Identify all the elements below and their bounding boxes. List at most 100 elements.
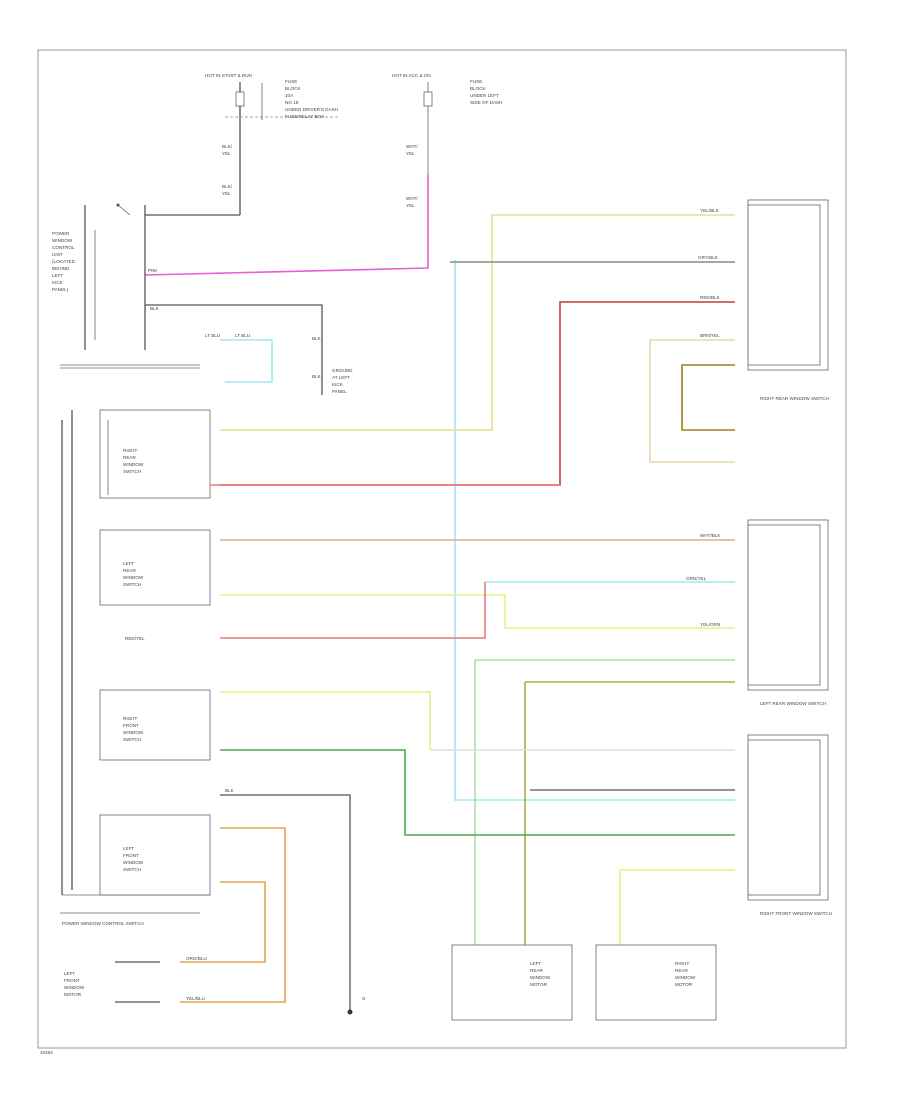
- svg-text:WHT/BLK: WHT/BLK: [700, 533, 721, 538]
- svg-text:POWER: POWER: [52, 231, 70, 236]
- svg-text:BRN/YEL: BRN/YEL: [700, 333, 720, 338]
- svg-text:LEFT: LEFT: [530, 961, 541, 966]
- left-rear-switch-label: LEFT REAR WINDOW SWITCH: [760, 701, 826, 706]
- svg-text:AT LEFT: AT LEFT: [332, 375, 350, 380]
- right-front-switch-box: RIGHT FRONT WINDOW SWITCH: [747, 734, 832, 916]
- svg-text:BEHIND: BEHIND: [52, 266, 70, 271]
- svg-text:WHT/: WHT/: [406, 196, 418, 201]
- svg-text:WINDOW: WINDOW: [675, 975, 696, 980]
- svg-text:CONTROL: CONTROL: [52, 245, 75, 250]
- right-rear-motor-box: RIGHT REAR WINDOW MOTOR: [595, 944, 717, 1021]
- right-rear-switch-label: RIGHT REAR WINDOW SWITCH: [760, 396, 829, 401]
- wire-light-blue: [220, 339, 273, 383]
- wire-white: [220, 691, 431, 750]
- svg-text:BLOCK: BLOCK: [470, 86, 487, 91]
- svg-text:RED/BLK: RED/BLK: [700, 295, 721, 300]
- svg-text:YEL: YEL: [222, 191, 231, 196]
- svg-text:REAR: REAR: [675, 968, 688, 973]
- svg-text:GROUND: GROUND: [332, 368, 353, 373]
- svg-text:PNK: PNK: [148, 268, 158, 273]
- svg-text:FUSE/RELAY BOX: FUSE/RELAY BOX: [285, 114, 324, 119]
- wire-orange: [180, 827, 286, 1003]
- wire-green: [220, 749, 735, 836]
- fuse-feed-left: HOT IN START & RUN FUSE BLOCK 10A NO 18 …: [145, 73, 340, 216]
- hot-label-right: HOT IN ACC & ON: [392, 73, 431, 78]
- svg-text:REAR: REAR: [123, 568, 136, 573]
- svg-text:FUSE: FUSE: [470, 79, 482, 84]
- svg-text:PANEL): PANEL): [52, 287, 69, 292]
- svg-text:BLK: BLK: [150, 306, 160, 311]
- left-rear-motor-box: LEFT REAR WINDOW MOTOR: [451, 944, 573, 1021]
- svg-text:SIDE OF DASH: SIDE OF DASH: [470, 100, 502, 105]
- svg-text:UNIT: UNIT: [52, 252, 63, 257]
- wire-brown-white: [649, 339, 735, 463]
- svg-text:BLOCK: BLOCK: [285, 86, 302, 91]
- wire-brown: [681, 364, 735, 431]
- svg-text:WINDOW: WINDOW: [123, 462, 144, 467]
- svg-text:MOTOR: MOTOR: [530, 982, 548, 987]
- svg-text:WHT/: WHT/: [406, 144, 418, 149]
- svg-text:WINDOW: WINDOW: [64, 985, 85, 990]
- master-right-rear-section: RIGHT REAR WINDOW SWITCH: [61, 409, 211, 895]
- svg-text:FRONT: FRONT: [123, 853, 139, 858]
- svg-text:MOTOR: MOTOR: [64, 992, 82, 997]
- svg-text:YEL/BLU: YEL/BLU: [186, 996, 205, 1001]
- svg-text:MOTOR: MOTOR: [675, 982, 693, 987]
- svg-text:SWITCH: SWITCH: [123, 867, 141, 872]
- svg-text:LEFT: LEFT: [64, 971, 75, 976]
- svg-text:UNDER DRIVER'S DASH: UNDER DRIVER'S DASH: [285, 107, 338, 112]
- svg-text:FRONT: FRONT: [64, 978, 80, 983]
- svg-text:(LOCATED: (LOCATED: [52, 259, 76, 264]
- fuse-feed-right: HOT IN ACC & ON FUSE BLOCK UNDER LEFT SI…: [392, 73, 502, 208]
- wire-yellow-green: [524, 681, 735, 945]
- svg-text:SWITCH: SWITCH: [123, 737, 141, 742]
- svg-text:LEFT: LEFT: [52, 273, 63, 278]
- svg-text:YEL: YEL: [406, 203, 415, 208]
- svg-text:BLK/: BLK/: [222, 144, 233, 149]
- svg-text:LEFT: LEFT: [123, 561, 134, 566]
- svg-text:G: G: [362, 996, 366, 1001]
- wire-yellow-blue: [220, 214, 735, 431]
- left-rear-switch-box: LEFT REAR WINDOW SWITCH: [747, 519, 829, 706]
- footer-code: 10264: [40, 1050, 53, 1055]
- svg-text:WINDOW: WINDOW: [530, 975, 551, 980]
- svg-text:LT BLU: LT BLU: [235, 333, 250, 338]
- master-left-rear-section: LEFT REAR WINDOW SWITCH: [99, 529, 211, 606]
- svg-text:LT BLU: LT BLU: [205, 333, 220, 338]
- right-rear-switch-box: RIGHT REAR WINDOW SWITCH: [747, 199, 829, 401]
- svg-text:GRN/YEL: GRN/YEL: [686, 576, 707, 581]
- svg-text:GRY/BLK: GRY/BLK: [698, 255, 719, 260]
- svg-text:KICK: KICK: [52, 280, 64, 285]
- wire-red-light: [220, 582, 486, 639]
- left-front-motor: LEFT FRONT WINDOW MOTOR ORG/BLU YEL/BLU: [64, 956, 207, 1003]
- svg-text:BLK: BLK: [312, 336, 322, 341]
- svg-text:WINDOW: WINDOW: [123, 860, 144, 865]
- svg-text:LEFT: LEFT: [123, 846, 134, 851]
- svg-text:FRONT: FRONT: [123, 723, 139, 728]
- svg-text:PANEL: PANEL: [332, 389, 347, 394]
- svg-text:RIGHT: RIGHT: [123, 448, 137, 453]
- svg-text:YEL/GRN: YEL/GRN: [700, 622, 720, 627]
- svg-text:RED/YEL: RED/YEL: [125, 636, 145, 641]
- svg-text:SWITCH: SWITCH: [123, 469, 141, 474]
- hot-label-left: HOT IN START & RUN: [205, 73, 252, 78]
- svg-text:ORG/BLU: ORG/BLU: [186, 956, 207, 961]
- wire-pink: [144, 175, 429, 276]
- svg-text:RIGHT: RIGHT: [675, 961, 689, 966]
- svg-text:UNDER LEFT: UNDER LEFT: [470, 93, 499, 98]
- svg-text:BLK: BLK: [225, 788, 235, 793]
- svg-text:KICK: KICK: [332, 382, 344, 387]
- master-switch: POWER WINDOW CONTROL UNIT (LOCATED BEHIN…: [52, 203, 353, 395]
- right-front-switch-label: RIGHT FRONT WINDOW SWITCH: [760, 911, 832, 916]
- svg-text:WINDOW: WINDOW: [123, 730, 144, 735]
- svg-text:REAR: REAR: [530, 968, 543, 973]
- master-switch-caption: POWER WINDOW CONTROL SWITCH: [62, 921, 144, 926]
- svg-text:WINDOW: WINDOW: [123, 575, 144, 580]
- svg-text:RIGHT: RIGHT: [123, 716, 137, 721]
- wire-red-blue: [220, 301, 735, 486]
- svg-text:FUSE: FUSE: [285, 79, 297, 84]
- svg-text:10A: 10A: [285, 93, 294, 98]
- svg-text:YEL: YEL: [406, 151, 415, 156]
- svg-text:SWITCH: SWITCH: [123, 582, 141, 587]
